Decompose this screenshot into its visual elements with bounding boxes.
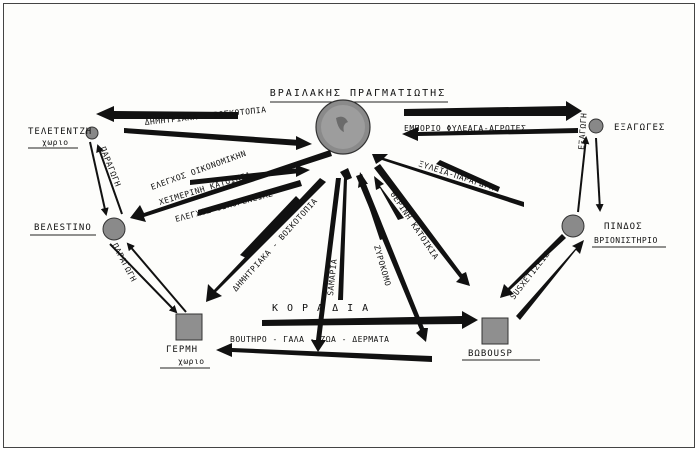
label-velestino: ΒΕΛΕSΤΙΝΟ — [34, 223, 92, 233]
arrow-vouthro — [216, 343, 432, 362]
arrow-elegxos-oikonomikh — [130, 150, 332, 222]
arrow-teletentzi-velestino — [89, 141, 109, 216]
arrow-dimitriaka-top — [96, 106, 238, 122]
label-teletentzi: ΤΕΛΕΤΕΝΤΖΗ — [28, 127, 92, 137]
arrow-therini — [374, 164, 470, 286]
arrow-to-center-left — [124, 128, 300, 146]
node-germi — [175, 313, 203, 341]
arrow-elegxos-oikogeneias — [198, 180, 302, 216]
edge-label-koradia: ΚΟΡΑΔΙΑ — [272, 303, 377, 314]
edge-label-samaria: SΑΜΑΡΙΑ — [326, 258, 339, 296]
arrow-exagoges-pindos — [595, 137, 604, 212]
arrow-koradia — [262, 311, 478, 329]
label-germi: ΓΕΡΜΗ — [166, 345, 198, 355]
arrow-samaria — [311, 178, 341, 352]
arrow-xyleia — [372, 154, 524, 207]
edge-label-vouthro: ΒΟUΤΗΡΟ - ΓΑΛΑ - ΖΩΑ - ΔΕΡΜΑΤΑ — [230, 335, 390, 344]
edge-label-exagoges-down: ΕΞΑΓΩΓΗ — [577, 112, 589, 150]
node-teletentzi — [85, 126, 99, 140]
arrow-emporio — [402, 127, 578, 141]
thin-arrows — [89, 136, 604, 314]
edge-label-sysxetiseis: SUSXETIΣΕΙΣ — [508, 250, 551, 302]
edge-label-paragogi-left-bottom: ΠΑΡΑΓΩΓΗ — [110, 242, 138, 284]
arrow-pindos-vovousa — [500, 234, 566, 298]
node-exagoges — [588, 118, 604, 134]
arrow-velestino-germi — [109, 243, 178, 314]
arrow-velestino-teletentzi — [96, 144, 123, 215]
edge-label-therini: ΘΕΡΙΝΗ ΚΑΤΟΙΚΙΑ — [388, 190, 440, 261]
arrow-germi-velestino — [126, 242, 187, 313]
label-teletentzi-sub: χωριο — [42, 138, 69, 147]
edge-label-xyleia: ΞΥΛΕΙΑ-ΠΑΡΑΓΩΓΗ — [417, 159, 496, 192]
edge-label-dimitriaka-bottom: ΔΗΜΗΤΡΙΑΚΑ - ΒΟΣΚΟΤΟΠΙΑ — [231, 196, 320, 293]
edge-label-dimitriaka-top: ΔΗΜΗΤΡΙΑΚΑ - ΒΟΣΚΟΤΟΠΙΑ — [144, 105, 267, 127]
label-pindos-sub: ΒΡΙΟΝΙΣΤΗΡΙΟ — [594, 236, 658, 245]
arrow-to-exagoges — [404, 101, 582, 121]
arrow-pindos-exagoges — [577, 136, 590, 213]
node-vovousa — [481, 317, 509, 345]
edge-label-emporio: ΕΜΠΟΡΙΟ ΦΥΛΕΑΓΑ-ΑΓΡΟΤΕΣ — [404, 124, 526, 133]
wedge-arrows — [96, 101, 584, 362]
arrow-dimitriaka-bottom — [206, 178, 326, 302]
label-vovousa: ΒΩΒΟUSΡ — [468, 349, 513, 359]
node-pindos — [561, 214, 585, 238]
label-exagoges: ΕΞΑΓΩΓΕΣ — [614, 123, 665, 133]
label-pindos: ΠΙΝΔΟΣ — [604, 222, 643, 232]
diagram-title: ΒΡΑΙΛΑΚΗΣ ΠΡΑΓΜΑΤΙΩΤΗΣ — [270, 88, 446, 99]
arrow-sysxetiseis — [516, 240, 584, 320]
central-medallion — [315, 99, 371, 155]
label-germi-sub: χωριο — [178, 357, 205, 366]
node-velestino — [102, 217, 126, 241]
